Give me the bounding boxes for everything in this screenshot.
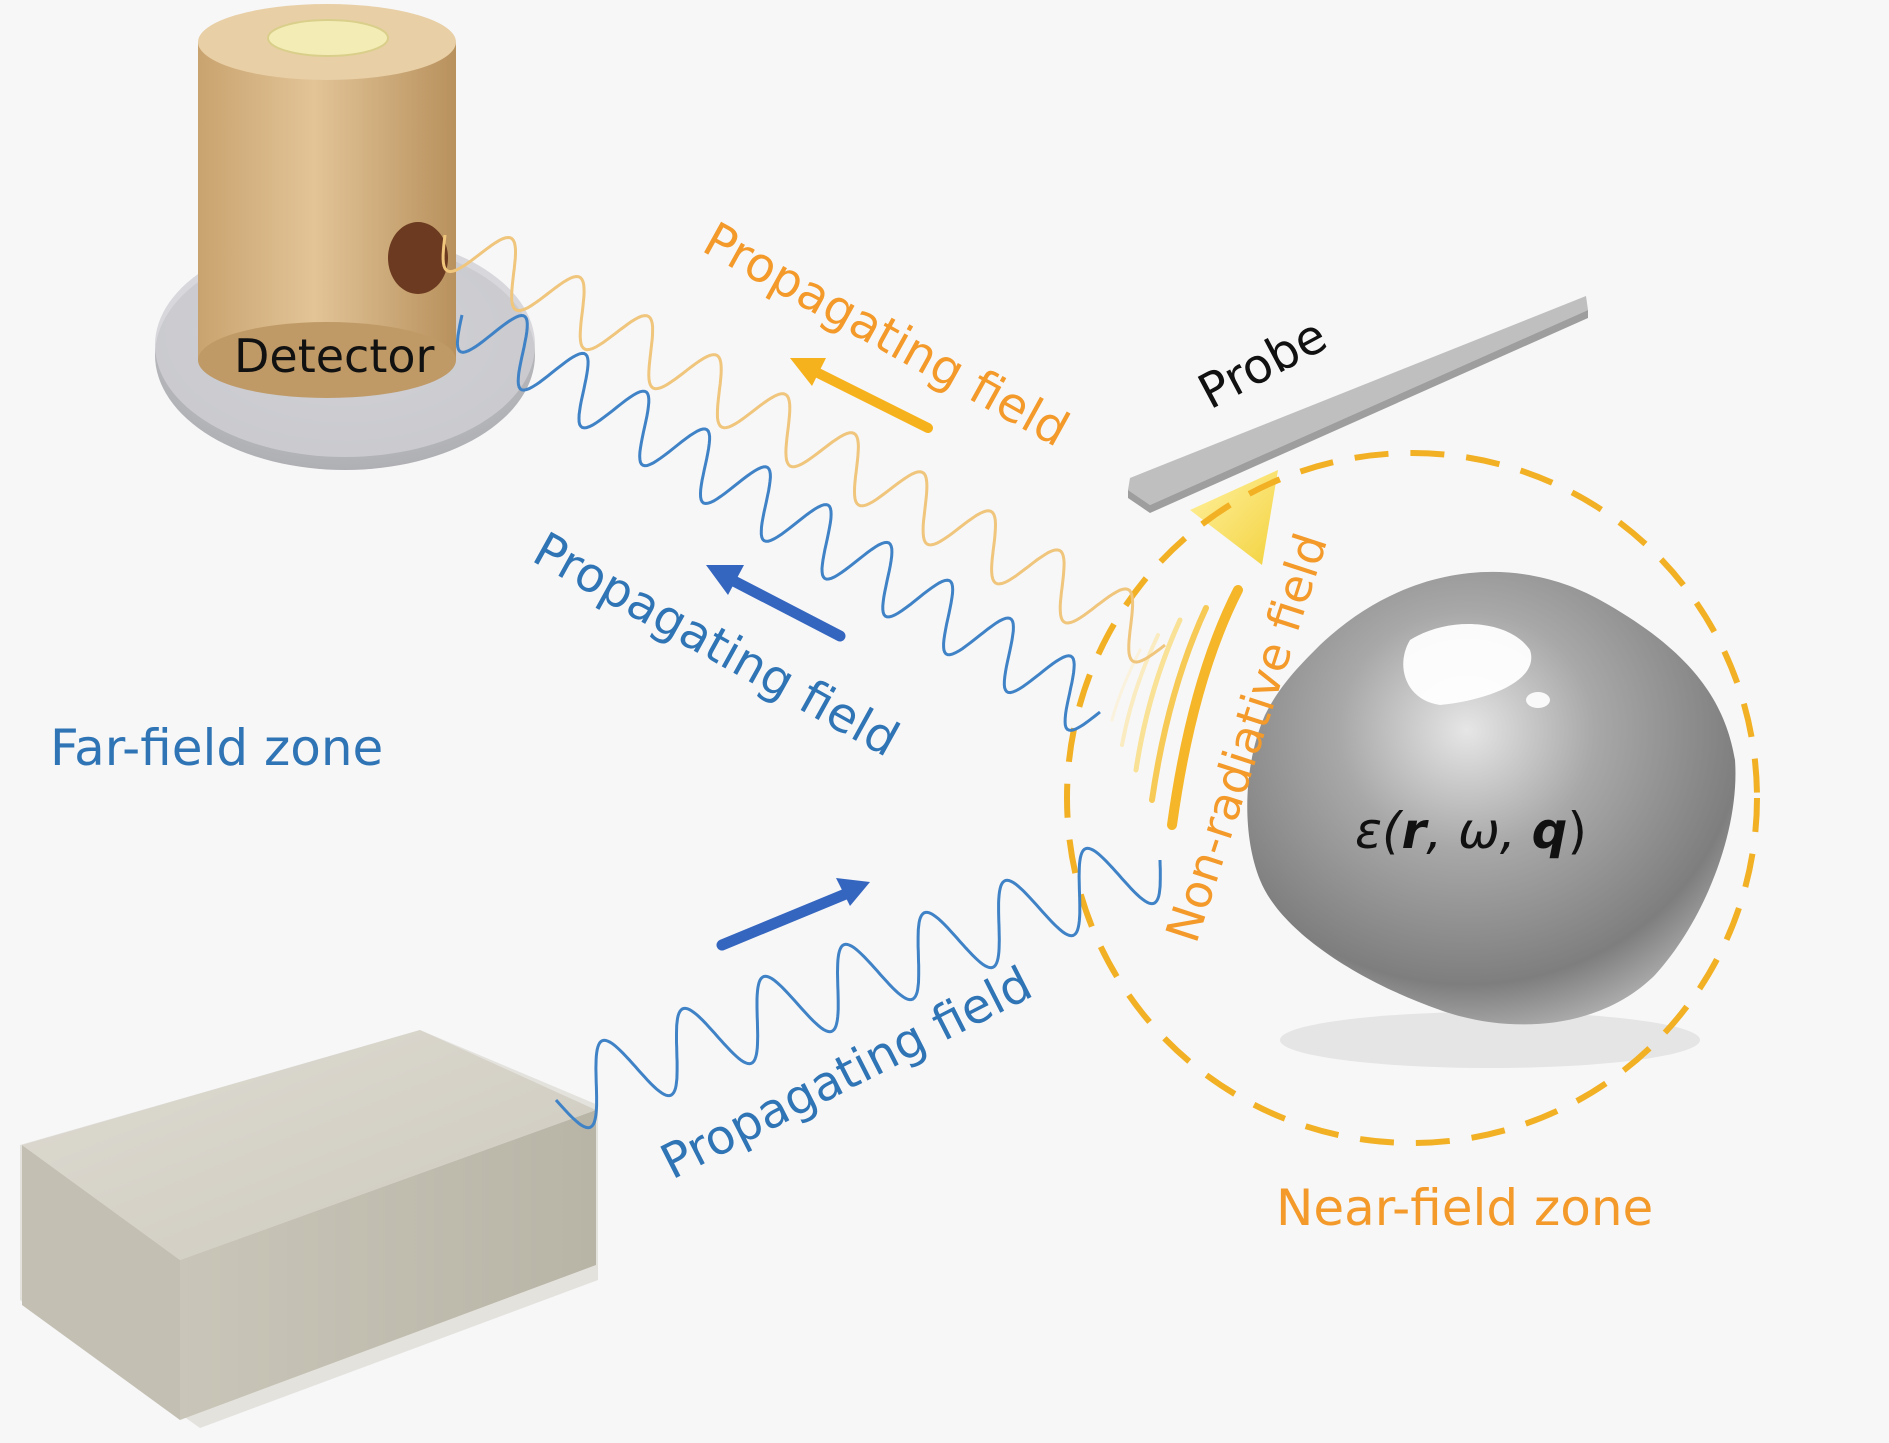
non-radiative-arcs: [1110, 585, 1243, 830]
propagating-field-blue-lower-label: Propagating field: [652, 956, 1041, 1191]
source-box: [20, 1030, 598, 1428]
detector-window: [267, 19, 389, 57]
far-field-zone-label: Far-field zone: [50, 719, 383, 777]
probe-tip: [1190, 470, 1278, 565]
near-field-boundary: [1064, 450, 1760, 1146]
detector-label: Detector: [234, 329, 435, 383]
permittivity-sep: , ω,: [1426, 802, 1531, 860]
sample-particle: [1247, 571, 1736, 1068]
permittivity-r: r: [1402, 802, 1430, 860]
orange-wave: [441, 234, 1166, 664]
propagating-field-blue-upper-label: Propagating field: [524, 522, 908, 769]
probe-cantilever: [1128, 296, 1588, 505]
arrow-blue-lower: [716, 878, 870, 951]
detector-device: [155, 4, 535, 470]
probe-device: [1128, 296, 1588, 565]
arrow-blue-upper: [706, 565, 846, 642]
near-field-zone-label: Near-field zone: [1276, 1179, 1653, 1237]
detector-lens: [388, 222, 448, 294]
permittivity-label: ε(r, ω, q): [1355, 802, 1587, 860]
detector-body: [198, 42, 456, 360]
permittivity-prefix: ε(: [1355, 802, 1404, 860]
source-box-front-left: [22, 1145, 180, 1420]
arrow-orange-upper: [790, 358, 933, 433]
blue-wave-upper: [455, 313, 1101, 732]
source-box-front-right: [180, 1110, 596, 1420]
permittivity-suffix: ): [1567, 802, 1587, 860]
propagating-field-orange-label: Propagating field: [694, 212, 1078, 459]
sample-body: [1247, 571, 1736, 1025]
blue-wave-lower: [554, 846, 1162, 1130]
probe-label: Probe: [1189, 307, 1336, 420]
source-box-top: [22, 1030, 596, 1260]
permittivity-q: q: [1532, 802, 1568, 860]
